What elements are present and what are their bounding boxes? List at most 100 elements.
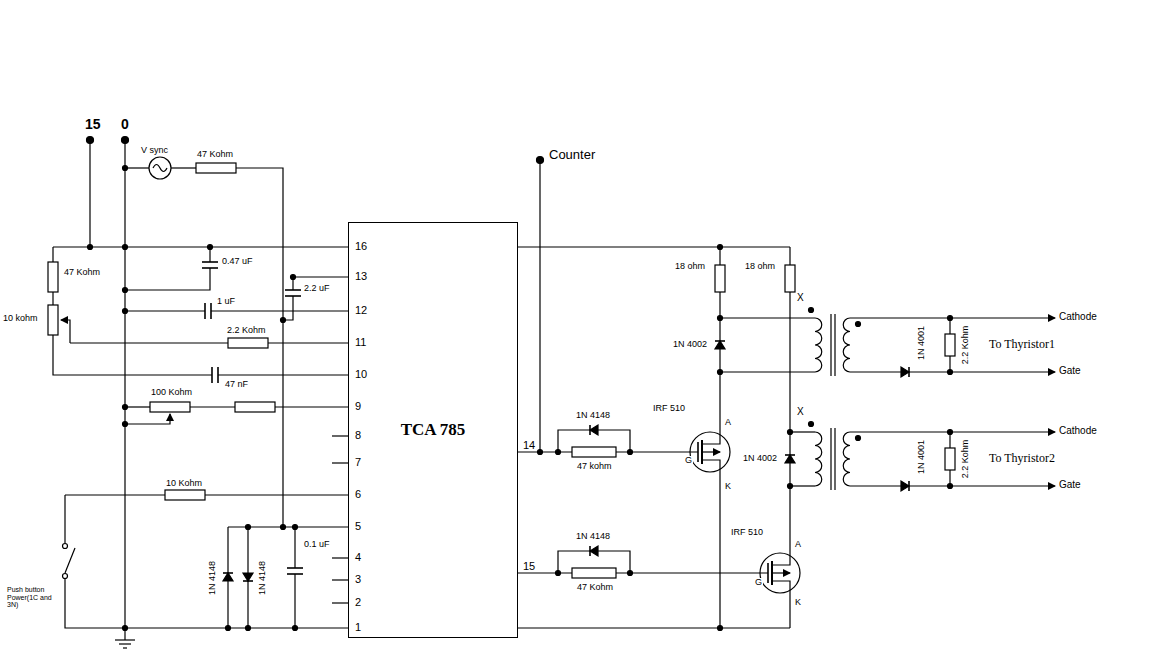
pin-number: 14 — [522, 439, 536, 451]
wire — [518, 246, 790, 247]
pin-stub — [332, 557, 348, 558]
potentiometer-wiper — [61, 320, 70, 343]
wire — [125, 414, 170, 424]
wire — [772, 486, 790, 565]
pin-stub — [332, 435, 348, 436]
junction-dot — [556, 571, 561, 576]
wire — [558, 551, 630, 573]
wire — [52, 247, 53, 262]
capacitor-symbol — [202, 261, 218, 263]
component-label: 18 ohm — [674, 262, 706, 272]
component-label: X — [796, 406, 805, 417]
capacitor-symbol — [211, 367, 213, 383]
wire — [720, 317, 815, 318]
wire — [518, 627, 790, 628]
component-label: 1N 4001 — [917, 439, 927, 475]
ground-symbol — [115, 639, 135, 640]
diode-symbol — [908, 481, 910, 491]
wire — [702, 372, 720, 444]
diode-symbol — [901, 367, 909, 377]
transformer-core — [834, 314, 835, 376]
pin-number: 16 — [354, 240, 368, 252]
wire — [294, 527, 295, 568]
wire — [65, 579, 348, 628]
junction-dot — [123, 288, 128, 293]
component-label: IRF 510 — [652, 404, 686, 414]
transformer-winding — [843, 318, 850, 372]
wire — [719, 292, 720, 372]
resistor-symbol — [945, 448, 955, 470]
wire — [64, 495, 65, 543]
component-label: 2.2 Kohm — [961, 325, 971, 366]
ac-source-symbol — [153, 165, 167, 172]
wire — [292, 277, 293, 290]
wire — [558, 430, 630, 452]
junction-dot — [948, 430, 953, 435]
wire — [720, 371, 815, 372]
transformer-winding — [815, 432, 822, 486]
component-label: 1N 4148 — [258, 560, 268, 596]
mosfet-symbol — [767, 563, 769, 583]
diode-symbol — [223, 573, 233, 581]
pin-number: 12 — [354, 304, 368, 316]
diode-symbol — [715, 341, 725, 349]
component-label: Gate — [1058, 365, 1082, 376]
component-label: V sync — [140, 146, 169, 156]
mosfet-symbol — [702, 451, 720, 452]
junction-dot — [718, 316, 723, 321]
component-label: 47 Kohm — [576, 583, 614, 593]
resistor-symbol — [196, 163, 236, 173]
resistor-symbol — [235, 402, 275, 412]
wire — [228, 526, 283, 527]
resistor-symbol — [228, 338, 268, 348]
pin-number: 9 — [354, 400, 362, 412]
junction-dot — [123, 309, 128, 314]
wire — [70, 342, 228, 343]
junction-dot — [246, 626, 251, 631]
component-label: Cathode — [1058, 311, 1098, 322]
component-label: To Thyristor2 — [988, 452, 1056, 465]
resistor-symbol — [48, 262, 58, 292]
component-label: 47 Kohm — [196, 150, 234, 160]
diode-symbol — [785, 454, 795, 456]
wire — [518, 451, 572, 452]
junction-dot — [123, 626, 128, 631]
junction-dot — [123, 405, 128, 410]
pin-number: 11 — [354, 336, 367, 348]
switch-symbol — [63, 544, 68, 549]
diode-symbol — [590, 546, 598, 556]
junction-dot — [809, 422, 814, 427]
resistor-symbol — [150, 402, 190, 412]
junction-dot — [948, 316, 953, 321]
component-label: K — [724, 482, 732, 492]
diode-symbol — [223, 572, 233, 574]
pin-number: 1 — [354, 621, 362, 633]
wire — [125, 310, 205, 311]
mosfet-symbol — [697, 442, 699, 462]
wire — [275, 406, 348, 407]
component-label: 1N 4148 — [575, 411, 611, 421]
pin-stub — [332, 602, 348, 603]
component-label: 1N 4002 — [672, 340, 708, 350]
component-label: 2.2 Kohm — [226, 326, 267, 336]
pin-number: 5 — [354, 520, 362, 532]
capacitor-symbol — [204, 303, 206, 319]
pin-stub — [332, 462, 348, 463]
component-label: 10 kohm — [2, 314, 39, 324]
pin-number: 7 — [354, 456, 362, 468]
wire — [790, 431, 815, 432]
wire — [702, 460, 720, 628]
junction-dot — [123, 166, 128, 171]
junction-dot — [123, 245, 128, 250]
component-label: X — [796, 292, 805, 303]
wire — [218, 374, 348, 375]
junction-dot — [948, 370, 953, 375]
component-label: 47 kohm — [576, 462, 613, 472]
component-label: G — [684, 456, 693, 466]
component-label: 2.2 uF — [303, 284, 331, 294]
wire — [539, 160, 540, 452]
ground-symbol — [119, 643, 131, 644]
component-label: Cathode — [1058, 425, 1098, 436]
diode-symbol — [243, 580, 253, 582]
